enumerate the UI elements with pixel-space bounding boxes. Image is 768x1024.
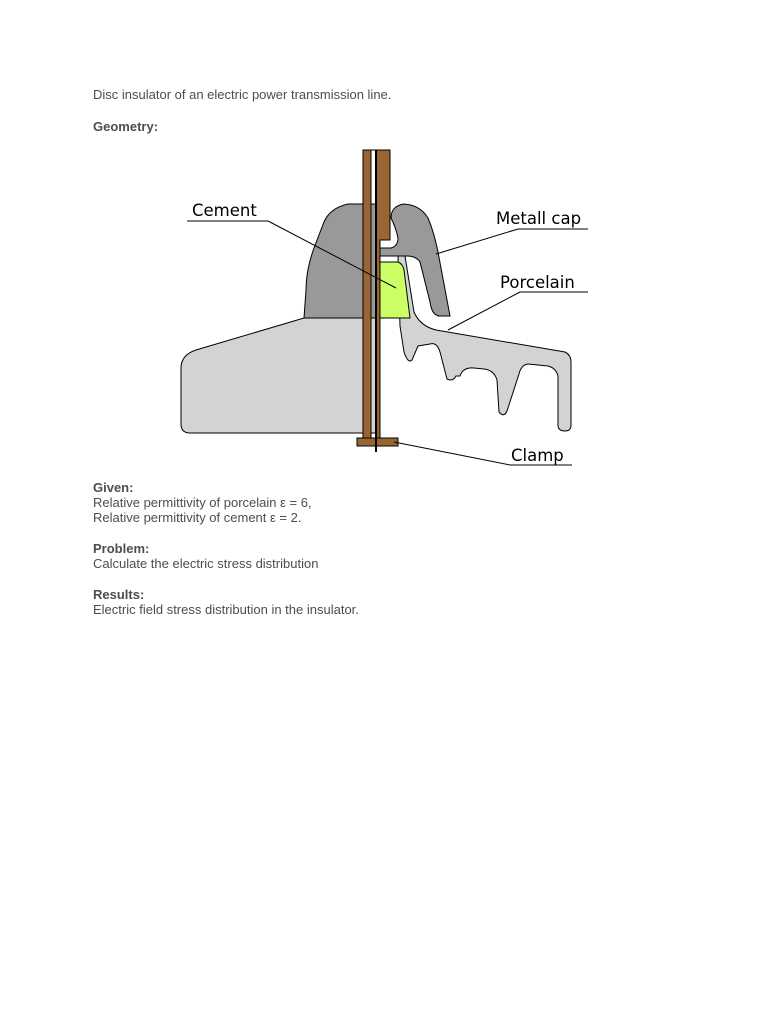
- results-text: Electric field stress distribution in th…: [93, 602, 359, 617]
- porcelain-right-section: [397, 255, 572, 432]
- problem-text: Calculate the electric stress distributi…: [93, 556, 319, 571]
- pin-top: [362, 149, 372, 439]
- given-line-porcelain: Relative permittivity of porcelain ε = 6…: [93, 495, 312, 510]
- clamp-label: Clamp: [511, 446, 564, 465]
- intro-text: Disc insulator of an electric power tran…: [93, 87, 392, 102]
- results-heading: Results:: [93, 587, 145, 602]
- cement-layer: [377, 261, 411, 319]
- metal-cap-left-half: [303, 203, 377, 319]
- metal-cap-label: Metall cap: [496, 209, 581, 228]
- porcelain-left-half: [180, 317, 377, 434]
- given-line-cement: Relative permittivity of cement ε = 2.: [93, 510, 302, 525]
- geometry-heading: Geometry:: [93, 119, 159, 134]
- porcelain-label: Porcelain: [500, 273, 575, 292]
- insulator-diagram: Cement Metall cap Porcelain Clamp: [180, 149, 588, 466]
- given-heading: Given:: [93, 480, 134, 495]
- clamp-base: [356, 437, 399, 447]
- problem-heading: Problem:: [93, 541, 150, 556]
- cement-label: Cement: [192, 201, 257, 220]
- metal-cap-right-section: [375, 203, 451, 317]
